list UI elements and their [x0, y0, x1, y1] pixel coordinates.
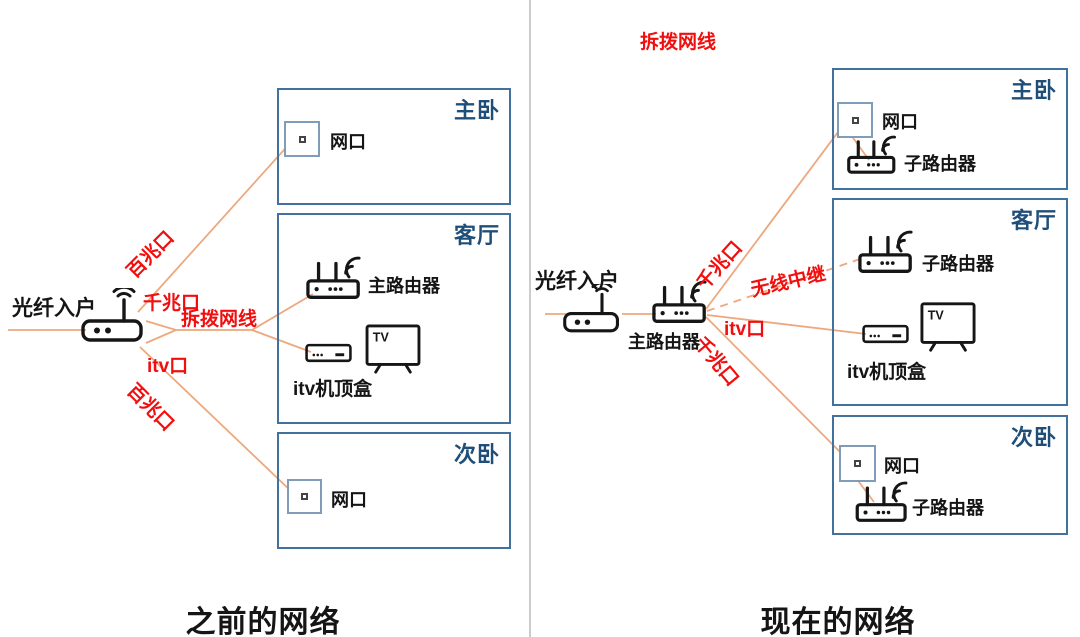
room-title-second-left: 次卧	[453, 442, 500, 467]
modem-icon-left	[81, 288, 143, 342]
stb-icon-left	[305, 343, 352, 363]
wall-port-icon-second-left	[287, 479, 322, 514]
cable-masterport-to-subrouter	[850, 134, 870, 161]
wall-port-label-master-right: 网口	[882, 112, 918, 132]
panel-divider	[529, 0, 531, 637]
modem-icon-right	[563, 284, 619, 333]
main-router-icon-left	[306, 256, 361, 299]
room-box-living-right: 客厅	[832, 198, 1068, 406]
sub-router-icon-master	[847, 135, 897, 174]
wall-port-pin	[854, 460, 861, 467]
unplug-cable-note-left: 拆拨网线	[181, 309, 258, 330]
sub-router-icon-living	[858, 230, 913, 273]
cable-left-bundle	[145, 293, 314, 353]
stb-icon-right	[862, 324, 909, 344]
cable-label-itv-left: itv口	[147, 356, 189, 377]
cable-label-itv-right: itv口	[724, 319, 766, 340]
wall-port-label-master-left: 网口	[330, 132, 366, 152]
room-title-master-left: 主卧	[453, 98, 500, 123]
wall-port-icon-master-right	[837, 102, 873, 138]
tv-screen-text-left: TV	[373, 330, 390, 344]
stb-label-right: itv机顶盒	[847, 362, 927, 383]
room-box-master-left: 主卧	[277, 88, 511, 205]
main-router-label-right: 主路由器	[628, 332, 700, 352]
fiber-entry-label-right: 光纤入户	[535, 270, 619, 293]
tv-screen-text-right: TV	[928, 308, 945, 322]
room-title-master-right: 主卧	[1010, 78, 1057, 103]
room-title-living-right: 客厅	[1010, 208, 1057, 233]
cable-right-to-second	[705, 316, 850, 462]
wall-port-icon-second-right	[839, 445, 876, 482]
cable-secondport-to-subrouter	[855, 477, 875, 503]
unplug-cable-note-right: 拆拨网线	[640, 32, 717, 53]
sub-router-label-second: 子路由器	[912, 498, 984, 518]
tv-icon-right: TV	[920, 302, 976, 352]
sub-router-label-master: 子路由器	[904, 154, 976, 174]
wall-port-label-second-left: 网口	[331, 490, 367, 510]
wall-port-pin	[301, 493, 308, 500]
main-router-label-left: 主路由器	[368, 276, 440, 296]
room-box-master-right: 主卧	[832, 68, 1068, 190]
wall-port-pin	[298, 135, 306, 143]
tv-icon-left: TV	[365, 324, 421, 374]
cable-right-to-master	[705, 119, 848, 310]
cable-left-to-master	[137, 140, 293, 313]
stb-label-left: itv机顶盒	[293, 379, 373, 400]
wall-port-icon-master-left	[284, 121, 320, 157]
panel-title-left: 之前的网络	[185, 606, 341, 637]
wall-port-label-second-right: 网口	[884, 456, 920, 476]
room-title-living-left: 客厅	[453, 223, 500, 248]
cable-right-to-itv	[706, 314, 867, 335]
sub-router-label-living: 子路由器	[922, 254, 994, 274]
cable-left-to-second	[139, 346, 294, 494]
main-router-icon-right	[652, 280, 707, 323]
room-box-second-left: 次卧	[277, 432, 511, 549]
room-box-second-right: 次卧	[832, 415, 1068, 535]
panel-title-right: 现在的网络	[760, 606, 916, 637]
fiber-entry-label-left: 光纤入户	[12, 297, 96, 320]
room-title-second-right: 次卧	[1010, 425, 1057, 450]
room-box-living-left: 客厅	[277, 213, 511, 424]
sub-router-icon-second	[855, 481, 908, 522]
wall-port-pin	[851, 116, 859, 124]
cable-label-gigabit-left: 千兆口	[143, 293, 201, 314]
